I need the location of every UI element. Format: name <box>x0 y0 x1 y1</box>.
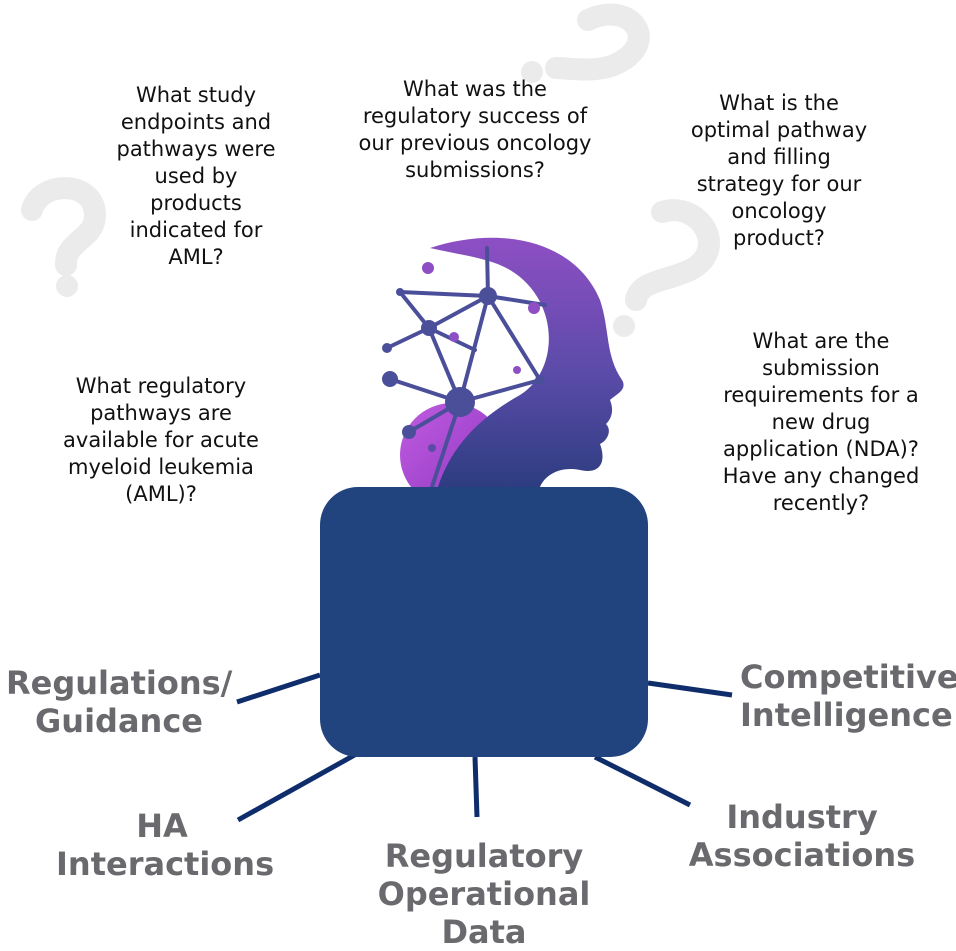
source-industry-associations: Industry Associations <box>688 798 916 874</box>
question-study-endpoints: What study endpoints and pathways were u… <box>116 83 276 269</box>
source-competitive-intelligence: Competitive Intelligence <box>740 658 956 734</box>
source-ha-interactions: HA Interactions <box>56 807 275 883</box>
question-regulatory-success: What was the regulatory success of our p… <box>358 77 592 182</box>
connector-competitive <box>647 680 733 698</box>
connector-operational <box>472 756 480 818</box>
question-mark-icon <box>521 3 650 83</box>
background-decoration <box>21 3 720 337</box>
head-network-icon <box>382 237 624 507</box>
network-nodes-light <box>422 262 540 452</box>
question-aml-pathways: What regulatory pathways are available f… <box>63 374 259 506</box>
head-silhouette <box>430 237 624 487</box>
connector-regulations <box>236 672 321 705</box>
source-regulations-guidance: Regulations/ Guidance <box>6 664 233 740</box>
question-mark-icon <box>613 199 720 337</box>
network-links <box>385 246 547 489</box>
connector-lines <box>236 672 733 823</box>
connector-ha <box>236 749 362 823</box>
network-nodes <box>382 287 545 439</box>
source-regulatory-operational-data: Regulatory Operational Data <box>377 837 591 951</box>
question-mark-icon <box>21 177 107 297</box>
question-optimal-pathway: What is the optimal pathway and filling … <box>690 91 868 250</box>
question-nda-requirements: What are the submission requirements for… <box>722 329 920 515</box>
connector-industry <box>593 754 692 808</box>
central-hub <box>320 487 648 757</box>
